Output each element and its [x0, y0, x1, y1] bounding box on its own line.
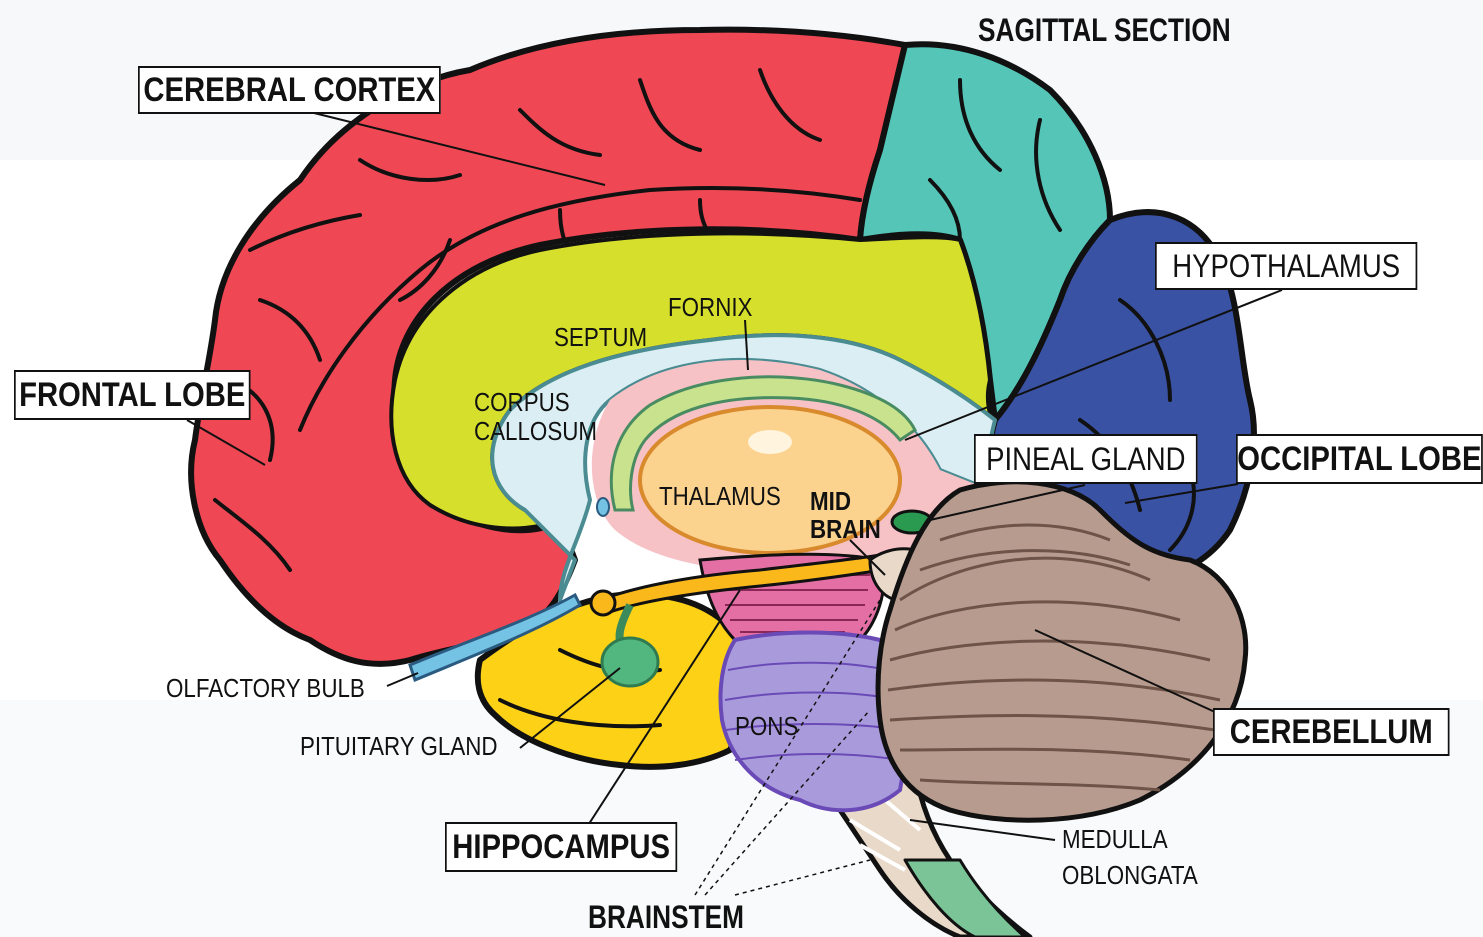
- label-olfactory-bulb: OLFACTORY BULB: [166, 675, 365, 701]
- anterior-commissure-shape: [597, 498, 609, 516]
- label-pituitary-gland: PITUITARY GLAND: [300, 733, 498, 759]
- label-frontal-lobe: FRONTAL LOBE: [14, 370, 251, 420]
- label-cerebellum: CEREBELLUM: [1213, 708, 1450, 756]
- label-hypothalamus: HYPOTHALAMUS: [1155, 242, 1417, 290]
- label-hippocampus: HIPPOCAMPUS: [445, 822, 677, 872]
- label-midbrain-line2: BRAIN: [810, 516, 881, 542]
- label-midbrain-line1: MID: [810, 488, 851, 514]
- label-occipital-lobe: OCCIPITAL LOBE: [1236, 434, 1483, 484]
- label-pineal-gland: PINEAL GLAND: [974, 434, 1198, 484]
- label-medulla-line1: MEDULLA: [1062, 826, 1168, 852]
- label-septum: SEPTUM: [554, 324, 647, 350]
- label-corpus-callosum-line1: CORPUS: [474, 389, 570, 415]
- label-medulla-line2: OBLONGATA: [1062, 862, 1198, 888]
- label-fornix: FORNIX: [668, 294, 752, 320]
- label-brainstem: BRAINSTEM: [588, 901, 744, 933]
- label-cerebral-cortex: CEREBRAL CORTEX: [138, 66, 441, 114]
- label-corpus-callosum-line2: CALLOSUM: [474, 418, 597, 444]
- label-thalamus: THALAMUS: [659, 483, 781, 509]
- diagram-title: SAGITTAL SECTION: [978, 14, 1231, 46]
- label-pons: PONS: [735, 713, 798, 739]
